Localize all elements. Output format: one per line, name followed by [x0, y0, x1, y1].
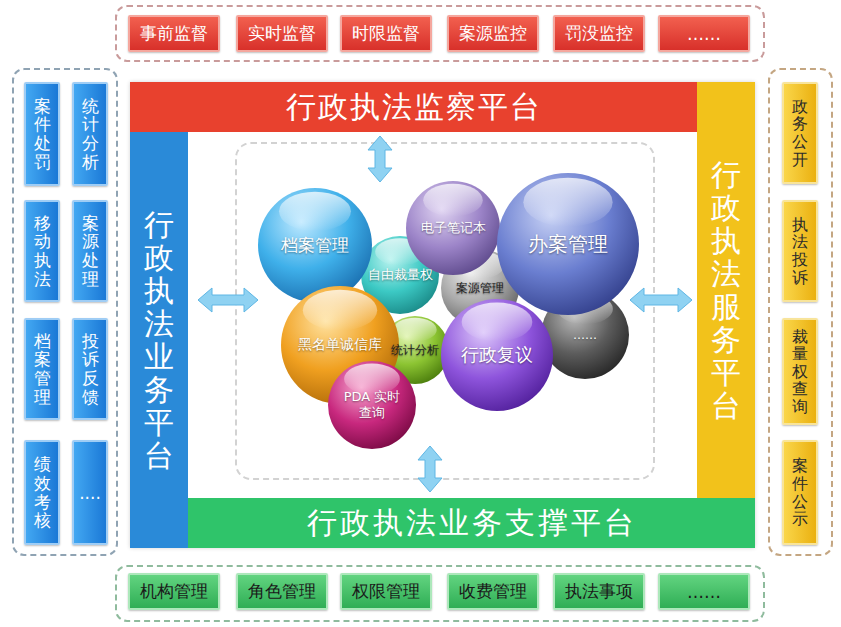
module-name: 行政复议 — [461, 343, 533, 367]
platform-band: 行政执法业务平台 — [130, 132, 188, 548]
module-sphere: 电子笔记本 — [405, 180, 501, 276]
box-label: 案源监控 — [459, 22, 527, 45]
box-label: 裁量权查询 — [792, 328, 808, 416]
supervision-box: 实时监督 — [236, 15, 328, 52]
business-box: 案件处罚 — [24, 82, 60, 186]
sphere-body — [441, 299, 553, 411]
support-box: 执法事项 — [553, 573, 645, 610]
sphere-body — [406, 181, 500, 275]
box-label: 政务公开 — [792, 98, 808, 168]
sphere-body — [497, 173, 639, 315]
module-name: …… — [573, 328, 597, 342]
box-label: 角色管理 — [248, 580, 316, 603]
business-box: .... — [72, 440, 108, 545]
business-box: 移动执法 — [24, 200, 60, 302]
platform-title: 行政执法服务平台 — [711, 158, 741, 422]
business-box: 案源处理 — [72, 200, 108, 302]
double-arrow — [368, 136, 392, 182]
module-sphere: 行政复议 — [440, 298, 554, 412]
box-label: 移动执法 — [34, 214, 51, 289]
module-name: 档案管理 — [281, 234, 349, 257]
platform-band: 行政执法业务支撑平台 — [188, 498, 755, 548]
support-box: …… — [658, 573, 750, 610]
double-arrow — [418, 446, 442, 492]
supervision-box: 罚没监控 — [553, 15, 645, 52]
platform-band: 行政执法服务平台 — [697, 82, 755, 498]
module-sphere: PDA 实时查询 — [327, 360, 417, 450]
platform-band: 行政执法监察平台 — [130, 82, 697, 132]
box-label: 案源处理 — [82, 214, 99, 289]
double-arrow — [630, 288, 692, 312]
box-label: …… — [687, 24, 721, 44]
sphere-body — [258, 188, 372, 302]
supervision-box: …… — [658, 15, 750, 52]
platform-title: 行政执法业务平台 — [144, 208, 174, 472]
business-box: 统计分析 — [72, 82, 108, 186]
support-box: 权限管理 — [340, 573, 432, 610]
service-box: 裁量权查询 — [782, 318, 818, 425]
box-label: 权限管理 — [352, 580, 420, 603]
business-box: 投诉反馈 — [72, 318, 108, 420]
module-name: 黑名单诚信库 — [298, 336, 382, 354]
support-box: 角色管理 — [236, 573, 328, 610]
business-box: 档案管理 — [24, 318, 60, 420]
module-name: 自由裁量权 — [368, 266, 433, 284]
box-label: 收费管理 — [459, 580, 527, 603]
business-box: 绩效考核 — [24, 440, 60, 545]
supervision-box: 事前监督 — [128, 15, 220, 52]
sphere-body — [328, 361, 416, 449]
box-label: 档案管理 — [34, 332, 51, 407]
module-sphere: 档案管理 — [257, 187, 373, 303]
module-name: 案源管理 — [456, 280, 504, 297]
supervision-box: 案源监控 — [447, 15, 539, 52]
support-box: 收费管理 — [447, 573, 539, 610]
box-label: 执法事项 — [565, 580, 633, 603]
service-box: 案件公示 — [782, 440, 818, 545]
module-name: 电子笔记本 — [421, 219, 486, 237]
box-label: 时限监督 — [352, 22, 420, 45]
service-box: 政务公开 — [782, 82, 818, 184]
service-box: 执法投诉 — [782, 200, 818, 302]
supervision-box: 时限监督 — [340, 15, 432, 52]
module-name: 办案管理 — [528, 231, 608, 258]
box-label: 罚没监控 — [565, 22, 633, 45]
box-label: …… — [687, 582, 721, 602]
sphere-highlight — [393, 318, 436, 342]
box-label: .... — [79, 483, 101, 503]
box-label: 执法投诉 — [792, 216, 808, 286]
platform-title: 行政执法业务支撑平台 — [307, 503, 637, 544]
module-name: 统计分析 — [391, 342, 439, 359]
sphere-highlight — [523, 178, 612, 227]
platform-title: 行政执法监察平台 — [286, 87, 542, 128]
box-label: 绩效考核 — [34, 455, 51, 530]
support-box: 机构管理 — [128, 573, 220, 610]
box-label: 案件公示 — [792, 457, 808, 527]
sphere-highlight — [303, 290, 377, 331]
sphere-highlight — [423, 184, 483, 217]
box-label: 事前监督 — [140, 22, 208, 45]
module-name: PDA 实时查询 — [342, 389, 402, 420]
sphere-highlight — [462, 303, 533, 342]
sphere-highlight — [279, 192, 351, 231]
double-arrow — [198, 288, 258, 312]
box-label: 实时监督 — [248, 22, 316, 45]
box-label: 机构管理 — [140, 580, 208, 603]
box-label: 案件处罚 — [34, 97, 51, 172]
box-label: 统计分析 — [82, 97, 99, 172]
module-sphere: 办案管理 — [496, 172, 640, 316]
box-label: 投诉反馈 — [82, 332, 99, 407]
